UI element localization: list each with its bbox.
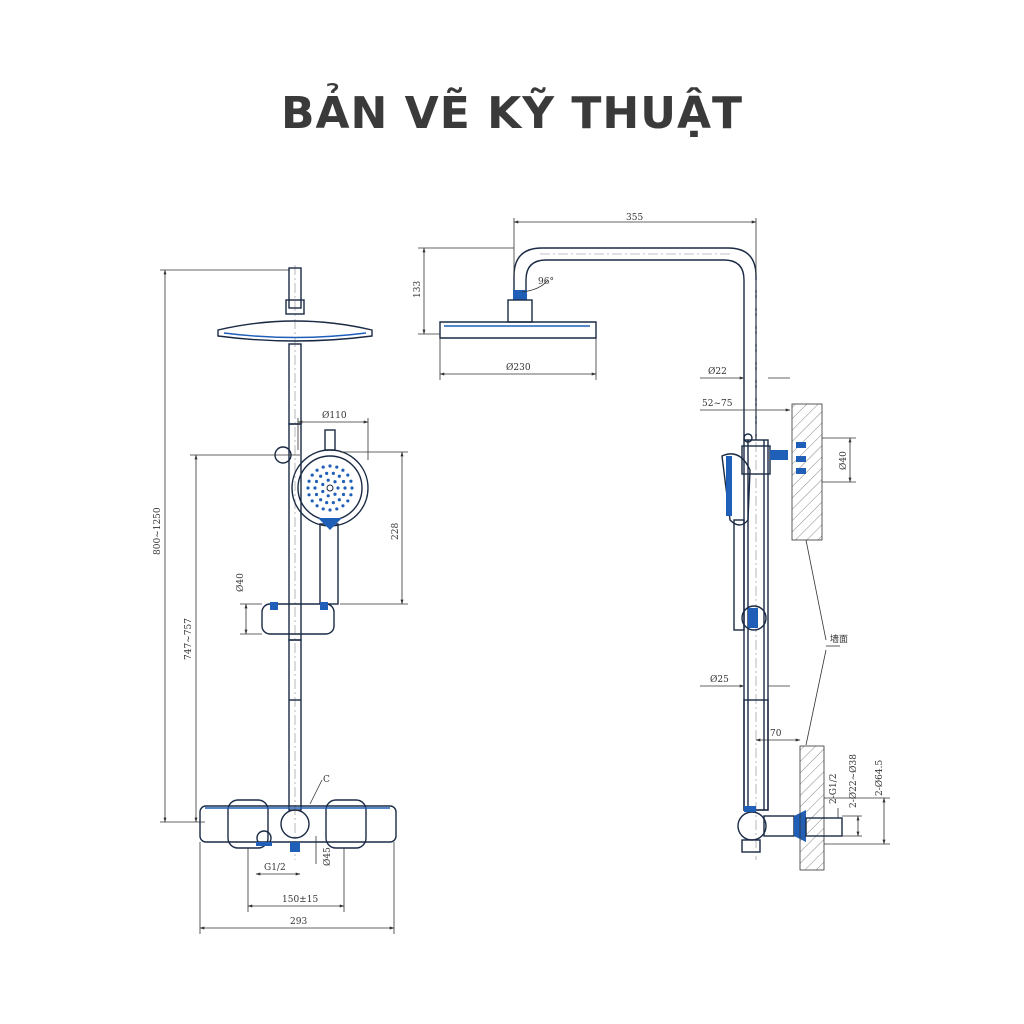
dim-pipe-top: Ø22	[708, 366, 727, 377]
nozzle-dot	[331, 471, 335, 475]
label-c: C	[323, 775, 330, 785]
nozzle-dot	[326, 494, 330, 498]
nozzle-dot	[349, 493, 353, 497]
nozzle-dot	[321, 507, 325, 511]
nozzle-dot	[326, 478, 330, 482]
dim-hand-len: 228	[391, 523, 401, 540]
nozzle-dot	[343, 486, 347, 490]
nozzle-dot	[328, 464, 332, 468]
nozzle-dot	[331, 501, 335, 505]
rain-shower-head	[217, 320, 373, 342]
overhead-arm	[513, 247, 757, 440]
nozzle-dot	[319, 474, 323, 478]
dim-pipe-bottom: Ø25	[710, 674, 729, 685]
dim-thread: 2-G1/2	[829, 774, 839, 804]
nozzle-dot	[315, 468, 319, 472]
dim-spacing: 150±15	[282, 895, 318, 905]
nozzle-dot	[314, 479, 319, 484]
spray-nozzles	[306, 464, 354, 512]
dim-inlet: G1/2	[264, 863, 286, 873]
dim-d2: 2-Ø64.5	[874, 760, 885, 796]
nozzle-center	[326, 484, 334, 492]
nozzle-dot	[341, 492, 346, 497]
side-view: 355 133 96° Ø230 Ø22 52~75 Ø40 墙面 Ø25 70…	[413, 213, 890, 871]
nozzle-dot	[350, 486, 354, 490]
dim-d1: 2-Ø22~Ø38	[848, 754, 859, 808]
nozzle-dot	[337, 474, 341, 478]
nozzle-dot	[313, 486, 317, 490]
page-title: BẢN VẼ KỸ THUẬT	[280, 88, 744, 139]
nozzle-dot	[341, 468, 345, 472]
nozzle-dot	[337, 498, 341, 502]
nozzle-dot	[315, 504, 319, 508]
dim-arm-len: 355	[626, 213, 643, 223]
dim-width: 293	[290, 917, 307, 927]
dim-height-total: 800~1250	[153, 507, 163, 555]
hand-shower-head	[291, 449, 369, 527]
nozzle-dot	[346, 499, 350, 503]
nozzle-dot	[321, 465, 325, 469]
front-view: 800~1250 747~757 Ø110 228 Ø40 C Ø45 G1/2…	[153, 265, 408, 934]
nozzle-dot	[310, 499, 314, 503]
dim-head-dia-side: Ø230	[506, 362, 531, 373]
nozzle-dot	[321, 489, 325, 494]
dim-drop: 133	[413, 281, 423, 298]
dim-angle: 96°	[538, 277, 554, 287]
nozzle-dot	[325, 501, 329, 505]
dim-head-dia: Ø110	[322, 410, 347, 421]
nozzle-dot	[341, 504, 345, 508]
dim-range: 52~75	[702, 399, 733, 409]
nozzle-dot	[307, 493, 311, 497]
nozzle-dot	[328, 508, 332, 512]
dim-offset: 70	[770, 729, 782, 739]
nozzle-dot	[346, 473, 350, 477]
nozzle-dot	[333, 480, 337, 484]
mixer-side	[737, 811, 767, 841]
nozzle-dot	[325, 471, 329, 475]
dim-wall-dia: Ø40	[838, 451, 849, 470]
nozzle-dot	[333, 492, 337, 496]
slide-holder	[261, 603, 335, 635]
dim-outlet-dia: Ø45	[322, 847, 333, 866]
slide-holder-side	[741, 605, 767, 631]
riser-top	[288, 267, 302, 309]
dim-height-lower: 747~757	[184, 618, 194, 660]
nozzle-dot	[319, 498, 323, 502]
nozzle-dot	[335, 507, 339, 511]
label-wall: 墙面	[830, 633, 848, 645]
nozzle-dot	[306, 486, 310, 490]
nozzle-dot	[307, 479, 311, 483]
nozzle-dot	[335, 465, 339, 469]
nozzle-dot	[314, 492, 319, 497]
nozzle-dot	[341, 479, 346, 484]
nozzle-dot	[321, 482, 325, 487]
nozzle-dot	[349, 479, 353, 483]
rain-head-side	[439, 321, 597, 339]
hand-shower-handle	[319, 523, 339, 605]
wall-section-bottom	[799, 745, 825, 871]
nozzle-dot	[310, 473, 314, 477]
nozzle-dot	[336, 486, 340, 490]
dim-bar-dia: Ø40	[235, 573, 246, 592]
